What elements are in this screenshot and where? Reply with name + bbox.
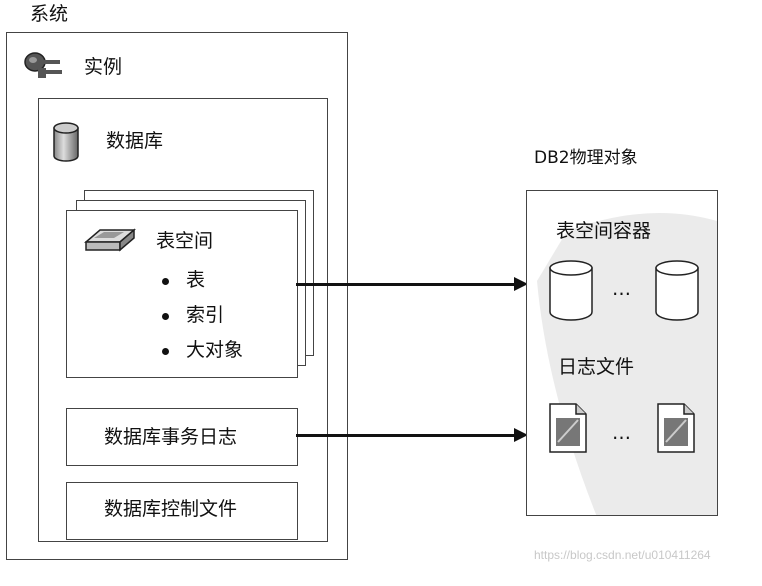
container-cylinder-icon bbox=[654, 260, 700, 322]
container-cylinder-icon bbox=[548, 260, 594, 322]
tablespace-slab-icon bbox=[83, 226, 137, 254]
log-file-icon bbox=[656, 402, 696, 454]
logfiles-label: 日志文件 bbox=[558, 356, 635, 378]
arrow-head-icon bbox=[514, 277, 528, 291]
arrow-head-icon bbox=[514, 428, 528, 442]
instance-label: 实例 bbox=[84, 56, 123, 78]
database-cylinder-icon bbox=[52, 122, 80, 162]
bullet-dot bbox=[162, 313, 169, 320]
transaction-log-label: 数据库事务日志 bbox=[104, 426, 238, 448]
control-file-box bbox=[66, 482, 298, 540]
database-label: 数据库 bbox=[106, 130, 164, 152]
system-label: 系统 bbox=[30, 3, 69, 25]
tablespace-label: 表空间 bbox=[156, 230, 214, 252]
watermark-url: https://blog.csdn.net/u010411264 bbox=[534, 548, 711, 562]
instance-key-icon bbox=[24, 50, 66, 82]
transaction-log-box bbox=[66, 408, 298, 466]
log-file-icon bbox=[548, 402, 588, 454]
control-file-label: 数据库控制文件 bbox=[104, 498, 238, 520]
containers-label: 表空间容器 bbox=[556, 220, 652, 242]
bullet-dot bbox=[162, 348, 169, 355]
tablespace-item-lob: 大对象 bbox=[186, 339, 244, 361]
tablespace-item-table: 表 bbox=[186, 269, 206, 291]
logfiles-ellipsis: … bbox=[612, 422, 631, 444]
bullet-dot bbox=[162, 278, 169, 285]
arrow-tablespace-to-containers bbox=[296, 283, 514, 286]
physical-objects-title: DB2物理对象 bbox=[534, 148, 638, 168]
tablespace-item-index: 索引 bbox=[186, 304, 225, 326]
containers-ellipsis: … bbox=[612, 278, 631, 300]
arrow-log-to-logfiles bbox=[296, 434, 514, 437]
